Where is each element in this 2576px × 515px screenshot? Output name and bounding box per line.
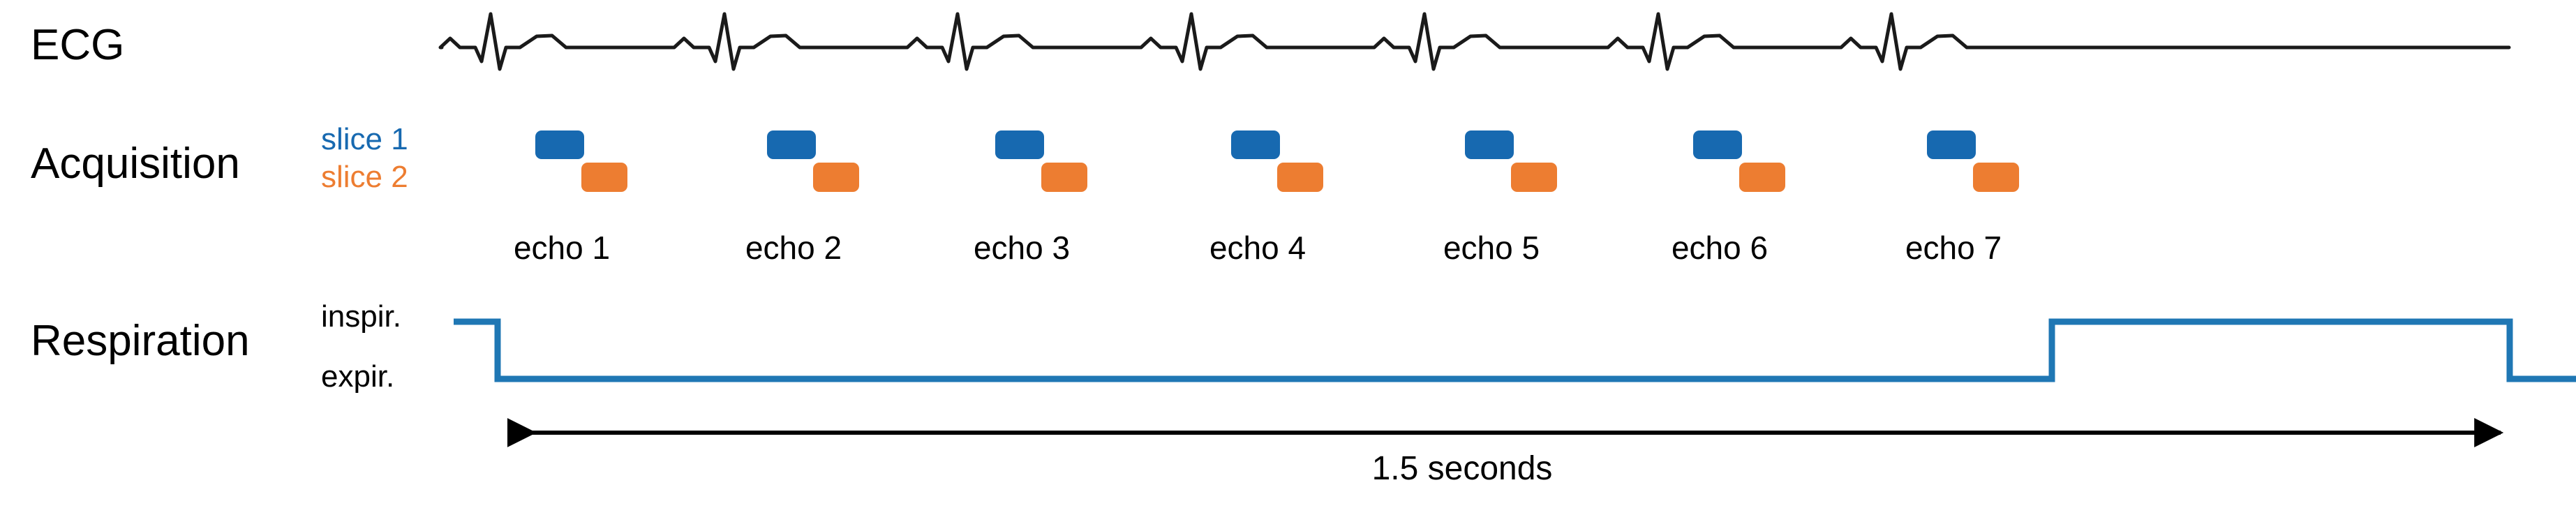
acquisition-block-slice2 (1511, 163, 1557, 192)
echo-label: echo 4 (1209, 230, 1306, 266)
row-label-ecg: ECG (31, 21, 125, 69)
echo-label: echo 3 (973, 230, 1071, 266)
legend-slice-2: slice 2 (321, 160, 408, 194)
acquisition-block-slice1 (767, 130, 816, 159)
row-label-acquisition: Acquisition (31, 140, 240, 188)
acquisition-block-slice1 (1927, 130, 1976, 159)
acquisition-block-slice1 (1693, 130, 1742, 159)
acquisition-block-slice2 (1973, 163, 2019, 192)
row-label-respiration: Respiration (31, 317, 250, 365)
legend-slice-1: slice 1 (321, 122, 408, 156)
acquisition-block-slice2 (1277, 163, 1323, 192)
duration-label: 1.5 seconds (1371, 450, 1553, 487)
acquisition-block-slice2 (1739, 163, 1785, 192)
acquisition-block-slice1 (995, 130, 1044, 159)
echo-label: echo 6 (1671, 230, 1769, 266)
echo-label: echo 2 (745, 230, 842, 266)
echo-label: echo 7 (1905, 230, 2002, 266)
echo-label: echo 1 (513, 230, 611, 266)
echo-label: echo 5 (1443, 230, 1540, 266)
respiration-level-inspiration: inspir. (321, 299, 401, 334)
respiration-level-expiration: expir. (321, 359, 395, 394)
acquisition-block-slice1 (1231, 130, 1280, 159)
acquisition-block-slice2 (581, 163, 627, 192)
acquisition-block-slice1 (535, 130, 584, 159)
acquisition-block-slice2 (813, 163, 859, 192)
acquisition-block-slice1 (1465, 130, 1514, 159)
acquisition-block-slice2 (1041, 163, 1087, 192)
